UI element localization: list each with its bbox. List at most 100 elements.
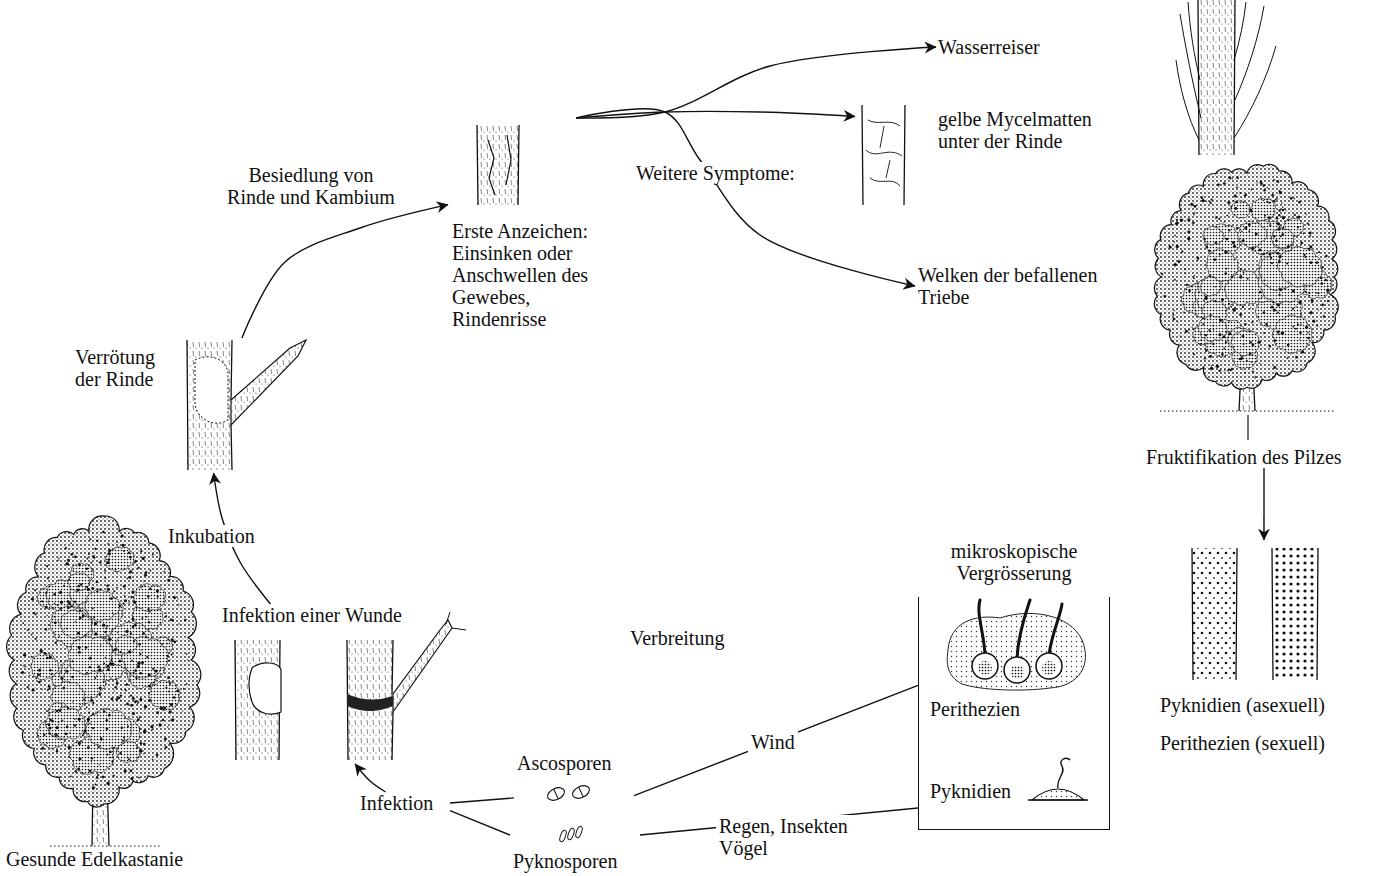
- tree-crown: [66, 670, 68, 672]
- tree-crown: [1277, 247, 1322, 287]
- label-holder: Verbreitung: [630, 627, 724, 649]
- tree-crown: [107, 561, 110, 564]
- tree-crown: [1276, 198, 1278, 200]
- tree-crown: [1174, 263, 1177, 266]
- tree-crown: [1316, 325, 1318, 327]
- tree-crown: [1259, 363, 1260, 364]
- tree-crown: [1249, 209, 1252, 212]
- tree-crown: [136, 608, 137, 609]
- tree-crown: [1299, 332, 1301, 334]
- symptom-label: Wasserreiser: [936, 36, 1066, 58]
- tree-crown: [80, 583, 83, 586]
- tree-crown: [92, 569, 94, 571]
- tree-crown: [53, 593, 56, 596]
- tree-crown: [47, 689, 49, 691]
- tree-crown: [1269, 224, 1271, 226]
- shoot-trunk: [1176, 2, 1276, 140]
- tree-crown: [116, 542, 118, 544]
- tree-crown: [1281, 331, 1284, 334]
- tree-crown: [1251, 188, 1253, 190]
- pycnidium-figure: [1028, 758, 1088, 800]
- tree-crown: [1263, 184, 1265, 186]
- tree-crown: [27, 629, 29, 631]
- tree-crown: [1244, 323, 1246, 325]
- tree-crown: [1278, 260, 1281, 263]
- tree-crown: [141, 661, 144, 664]
- tree-crown: [77, 585, 80, 588]
- tree-crown: [1271, 306, 1274, 309]
- tree-crown: [1271, 262, 1273, 264]
- tree-crown: [1282, 207, 1283, 208]
- perithecia-figure: [979, 600, 1062, 659]
- tree-crown: [149, 611, 151, 613]
- tree-crown: [1232, 241, 1235, 244]
- tree-crown: [1234, 207, 1237, 210]
- tree-crown: [168, 691, 170, 693]
- tree-crown: [1198, 315, 1227, 341]
- tree-crown: [1206, 201, 1207, 202]
- tree-crown: [1298, 301, 1301, 304]
- magnification-box: mikroskopische VergrösserungPerithezienP…: [918, 540, 1110, 830]
- ascospore-icon: [571, 783, 592, 801]
- tree-crown: [1250, 308, 1251, 309]
- tree-crown: [1263, 311, 1266, 314]
- tree-crown: [87, 718, 90, 721]
- tree-crown: [97, 774, 99, 776]
- tree-crown: [1266, 187, 1267, 188]
- tree-crown: [61, 704, 63, 706]
- tree-crown: [61, 719, 63, 721]
- tree-crown: [1212, 343, 1214, 345]
- tree-crown: [67, 606, 70, 609]
- tree-crown: [133, 597, 134, 598]
- tree-crown: [1231, 276, 1233, 278]
- tree-crown: [1273, 200, 1275, 202]
- tree-crown: [1216, 365, 1219, 368]
- cracked-trunk: [488, 135, 511, 195]
- node-text: Ascosporen: [517, 752, 634, 774]
- tree-crown: [106, 625, 108, 627]
- tree-crown: [130, 694, 132, 696]
- tree-crown: [168, 596, 170, 598]
- tree-crown: [57, 620, 58, 621]
- flow-arrow: [355, 764, 386, 792]
- tree-crown: [1226, 238, 1229, 241]
- tree-crown: [162, 719, 164, 721]
- tree-crown: [1297, 226, 1299, 228]
- tree-crown: [107, 668, 110, 671]
- cracked-trunk: [477, 125, 519, 205]
- tree-crown: [31, 597, 34, 600]
- tree-crown: [75, 621, 76, 622]
- tree-crown: [99, 686, 102, 689]
- tree-crown: [31, 653, 59, 680]
- tree-crown: [1321, 303, 1324, 306]
- tree-crown: [1294, 214, 1296, 216]
- tree-crown: [147, 595, 150, 598]
- tree-crown: [1228, 176, 1231, 179]
- tree-crown: [117, 632, 119, 634]
- node-text: Perithezien (sexuell): [1160, 732, 1385, 754]
- tree-crown: [61, 671, 63, 673]
- tree-crown: [1272, 315, 1312, 353]
- tree-crown: [1210, 317, 1211, 318]
- tree-crown: [124, 595, 126, 597]
- tree-crown: [1193, 214, 1195, 216]
- tree-crown: [107, 543, 109, 545]
- tree-crown: [1217, 183, 1220, 186]
- flow-arrow: [242, 205, 448, 338]
- stage-picture: Erste Anzeichen: Einsinken oder Anschwel…: [448, 118, 608, 346]
- symptom-label: gelbe Mycelmatten unter der Rinde: [855, 100, 1145, 210]
- tree-crown: [1210, 314, 1212, 316]
- tree-crown: [1193, 277, 1195, 279]
- tree-crown: [96, 776, 99, 779]
- wound-trunk: [347, 640, 393, 760]
- tree-crown: [1208, 250, 1210, 252]
- tree-crown: [7, 164, 1339, 807]
- tree-crown: [35, 638, 37, 640]
- tree-crown: [22, 622, 24, 624]
- tree-crown: [114, 690, 115, 691]
- symptom-label: Welken der befallenen Triebe: [915, 264, 1140, 308]
- tree-crown: [116, 741, 140, 762]
- tree-crown: [1277, 252, 1280, 255]
- tree-crown: [1209, 355, 1212, 358]
- mycel-trunk: [862, 105, 905, 205]
